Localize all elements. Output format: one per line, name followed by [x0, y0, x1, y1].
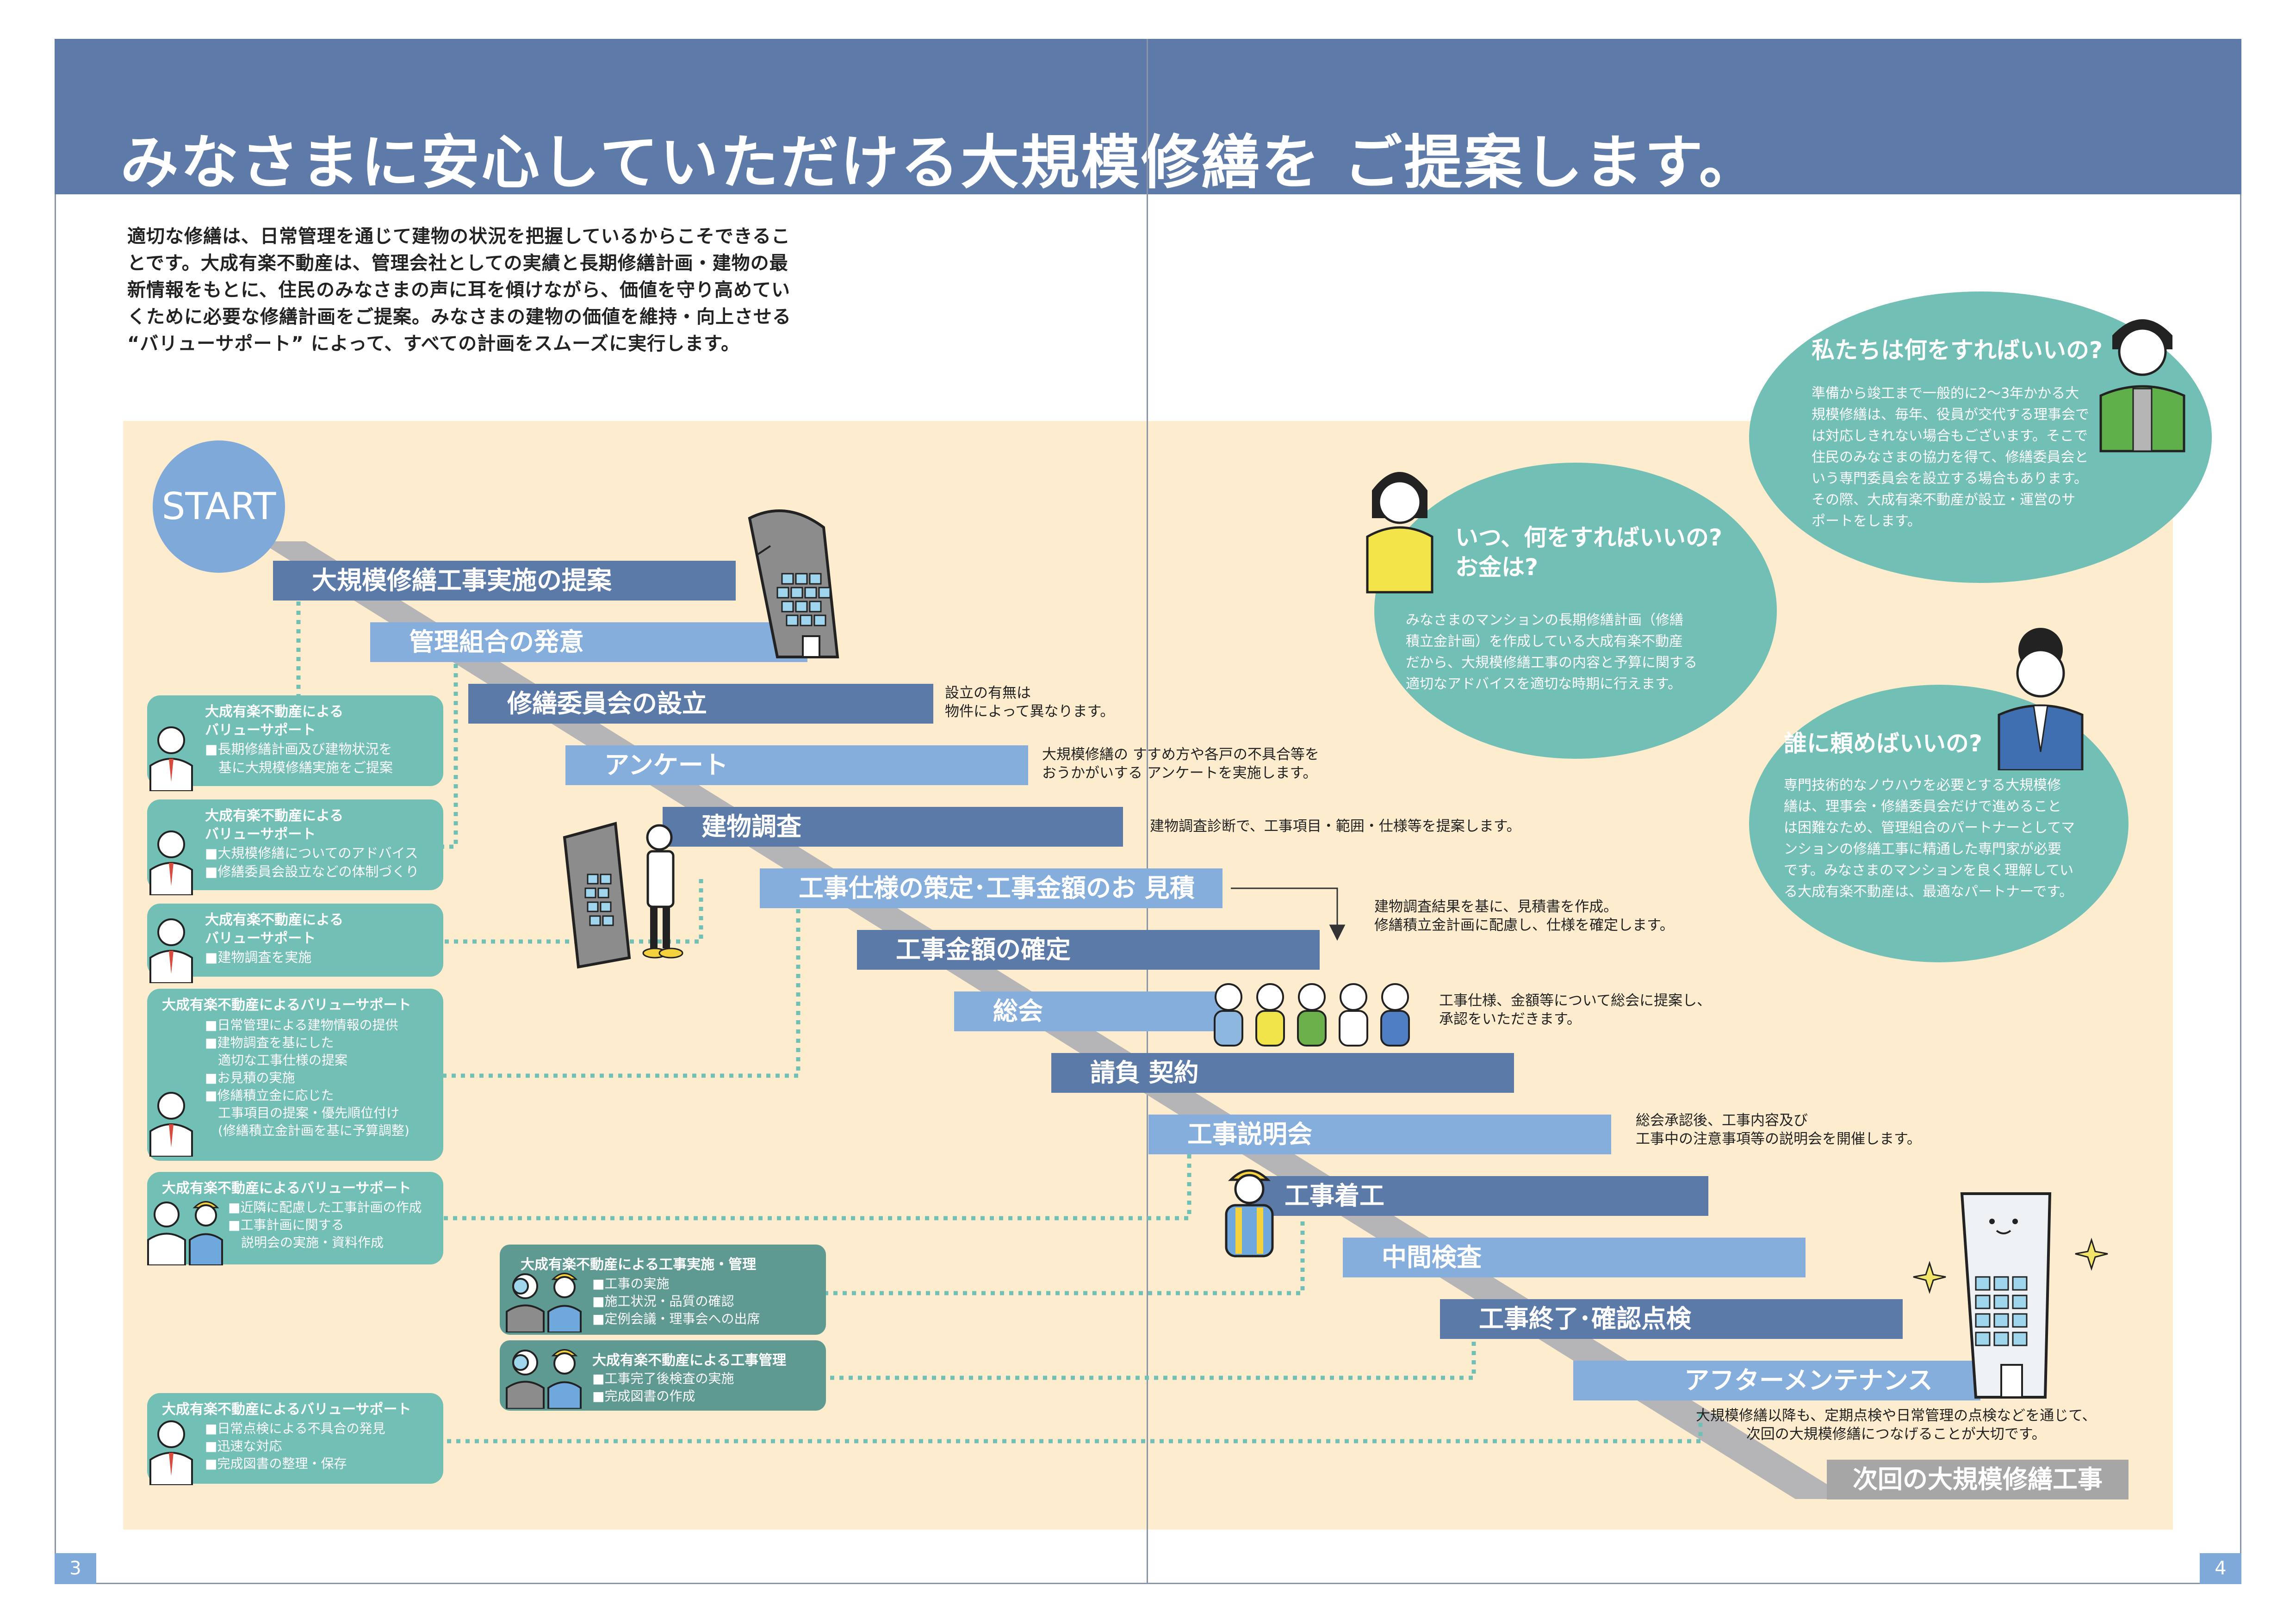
cracked-building-illustration: [748, 509, 839, 658]
residents-group-illustration: [1214, 983, 1410, 1047]
step-briefing: 工事説明会: [1148, 1115, 1611, 1154]
staff-icon: [149, 726, 193, 791]
support-box-1: 大成有楽不動産によるバリューサポート ■長期修繕計画及び建物状況を 基に大規模修…: [147, 695, 443, 786]
next-repair: 次回の大規模修繕工事: [1827, 1460, 2128, 1499]
note-survey: 大規模修繕の すすめ方や各戸の不具合等を おうかがいする アンケートを実施します…: [1042, 746, 1319, 781]
building-inspector-illustration: [563, 822, 683, 969]
step-price-fixed: 工事金額の確定: [857, 930, 1320, 970]
step-completion: 工事終了･確認点検: [1440, 1299, 1903, 1339]
happy-building-illustration: [1913, 1192, 2108, 1399]
intro-line: “バリューサポート” によって、すべての計画をスムーズに実行します。: [127, 333, 740, 354]
man-thinking-illustration: [2099, 319, 2185, 452]
man-in-suit-illustration: [1998, 628, 2084, 770]
page-spine: [1147, 39, 1148, 1584]
note-committee: 設立の有無は 物件によって異なります。: [945, 685, 1115, 720]
note-after: 大規模修繕以降も、定期点検や日常管理の点検などを通じて、 次回の大規模修繕につな…: [1696, 1407, 2097, 1443]
header-band: [55, 39, 2241, 194]
step-general-assembly: 総会: [954, 991, 1227, 1031]
note-estimate: 建物調査結果を基に、見積書を作成。 修繕積立金計画に配慮し、仕様を確定します。: [1374, 898, 1674, 934]
intro-line: 新情報をもとに、住民のみなさまの声に耳を傾けながら、価値を守り高めてい: [127, 279, 790, 301]
intro-text: 適切な修繕は、日常管理を通じて建物の状況を把握しているからこそできるこ とです。…: [127, 223, 849, 357]
support-box-2: 大成有楽不動産によるバリューサポート ■大規模修繕についてのアドバイス■修繕委員…: [147, 799, 443, 890]
step-interim-inspection: 中間検査: [1343, 1238, 1806, 1277]
support-box-4: 大成有楽不動産によるバリューサポート ■日常管理による建物情報の提供■建物調査を…: [147, 989, 443, 1161]
note-assembly: 工事仕様、金額等について総会に提案し、 承認をいただきます。: [1439, 992, 1712, 1028]
page-number-left: 3: [55, 1553, 96, 1584]
step-committee: 修繕委員会の設立: [468, 684, 933, 724]
step-proposal: 大規模修繕工事実施の提案: [273, 561, 736, 601]
page-title: みなさまに安心していただける大規模修繕を ご提案します。: [120, 129, 1759, 197]
step-survey: アンケート: [565, 745, 1028, 785]
bubble-when-money: いつ、何をすればいいの?お金は? みなさまのマンションの長期修繕計画（修繕積立金…: [1374, 463, 1777, 759]
note-inspection: 建物調査診断で、工事項目・範囲・仕様等を提案します。: [1150, 818, 1521, 835]
staff-icon: [149, 918, 193, 983]
step-inspection: 建物調査: [663, 807, 1123, 847]
step-construction-start: 工事着工: [1246, 1176, 1708, 1216]
step-estimate: 工事仕様の策定･工事金額のお 見積: [760, 868, 1222, 908]
construction-worker-illustration: [1225, 1169, 1274, 1258]
page-number-right: 4: [2200, 1553, 2241, 1584]
woman-thinking-illustration: [1366, 472, 1433, 594]
staff-icon: [149, 830, 193, 895]
support-box-6: 大成有楽不動産によるバリューサポート ■日常点検による不具合の発見■迅速な対応■…: [147, 1393, 443, 1484]
step-after-maintenance: アフターメンテナンス: [1573, 1361, 1980, 1400]
flow-panel: [123, 421, 2173, 1530]
start-circle: START: [153, 440, 285, 573]
intro-line: とです。大成有楽不動産は、管理会社としての実績と長期修繕計画・建物の最: [127, 253, 788, 274]
step-initiative: 管理組合の発意: [370, 622, 807, 662]
note-briefing: 総会承認後、工事内容及び 工事中の注意事項等の説明会を開催します。: [1636, 1112, 1921, 1147]
inspector-pair-icon: [506, 1273, 582, 1332]
support-box-3: 大成有楽不動産によるバリューサポート ■建物調査を実施: [147, 904, 443, 977]
staff-icon: [149, 1420, 193, 1485]
staff-icon: [149, 1092, 193, 1157]
intro-line: 適切な修繕は、日常管理を通じて建物の状況を把握しているからこそできるこ: [127, 226, 790, 247]
intro-line: くために必要な修繕計画をご提案。みなさまの建物の価値を維持・向上させる: [127, 306, 791, 328]
step-contract: 請負 契約: [1051, 1053, 1514, 1093]
staff-pair-icon: [147, 1201, 223, 1265]
inspector-pair-icon: [506, 1349, 582, 1409]
